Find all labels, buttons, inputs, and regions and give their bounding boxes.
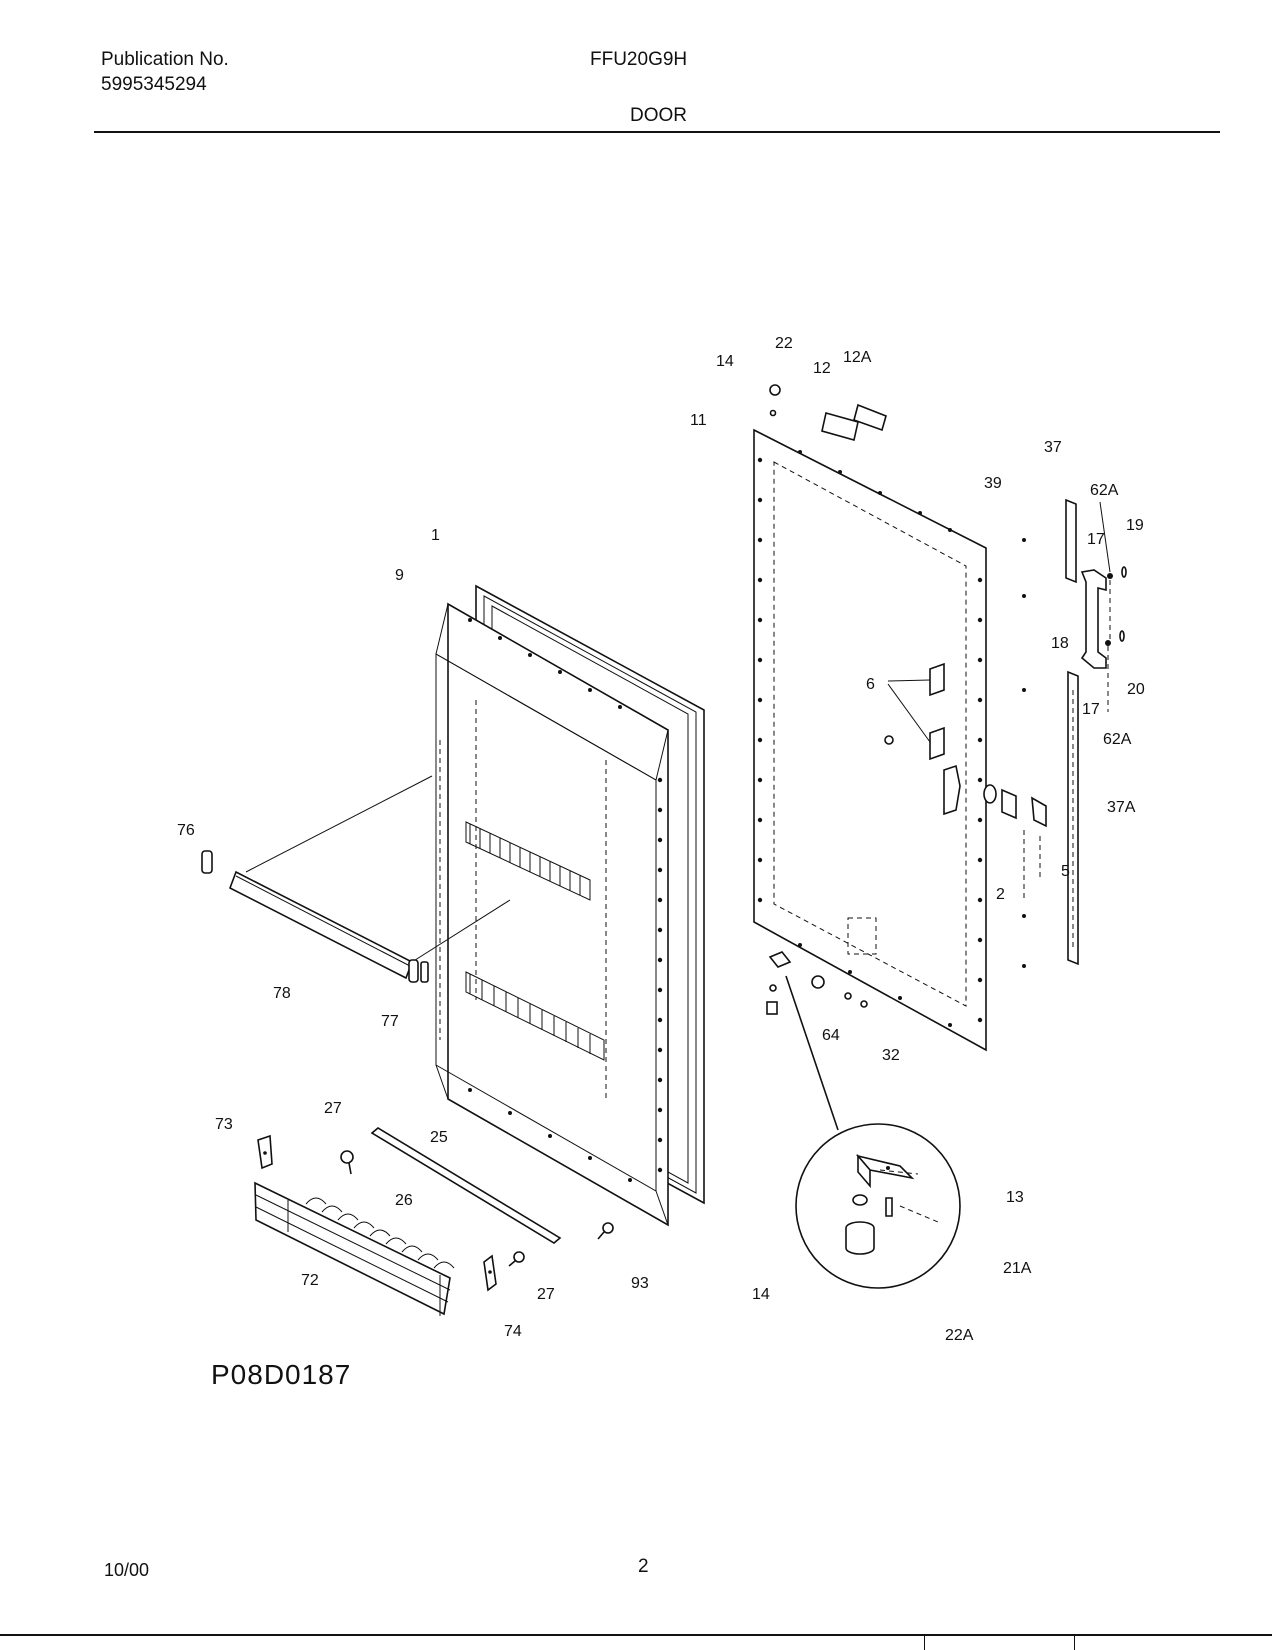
section-title: DOOR <box>630 105 687 126</box>
screw-93 <box>597 1222 614 1240</box>
door-liner <box>435 602 669 1227</box>
detail-circle <box>795 1123 961 1289</box>
lock-assembly <box>884 735 1047 828</box>
callout-9: 9 <box>395 567 404 584</box>
callout-37: 37 <box>1044 439 1062 456</box>
callout-37A: 37A <box>1107 799 1136 816</box>
footer-tick <box>1074 1636 1075 1650</box>
publication-number: 5995345294 <box>101 74 207 95</box>
callout-11: 11 <box>690 412 707 429</box>
handle-trim-37 <box>1065 498 1077 584</box>
callouts: 1 9 76 78 77 73 27 25 26 72 27 74 93 14 … <box>177 335 1145 1344</box>
callout-14-top: 14 <box>716 353 734 370</box>
callout-32: 32 <box>882 1047 900 1064</box>
publication-label: Publication No. <box>101 49 229 70</box>
page-number: 2 <box>638 1556 649 1577</box>
shelf-bar <box>229 775 511 980</box>
callout-17-top: 17 <box>1087 531 1105 548</box>
callout-13: 13 <box>1006 1189 1024 1206</box>
callout-21A: 21A <box>1003 1260 1032 1277</box>
label-12 <box>821 412 859 441</box>
callout-22: 22 <box>775 335 793 352</box>
callout-93: 93 <box>631 1275 649 1292</box>
callout-12A: 12A <box>843 349 872 366</box>
footer-date: 10/00 <box>104 1560 150 1580</box>
callout-62A-top: 62A <box>1090 482 1119 499</box>
model-number: FFU20G9H <box>590 49 688 70</box>
drawing-id: P08D0187 <box>211 1359 351 1390</box>
callout-1: 1 <box>431 527 440 544</box>
outer-door-panel <box>753 428 987 1052</box>
rivet-points <box>1022 538 1026 968</box>
callout-19: 19 <box>1126 517 1144 534</box>
handle-18 <box>1080 569 1107 669</box>
callout-6: 6 <box>866 676 875 693</box>
trim-strip-25 <box>370 1127 562 1244</box>
callout-20: 20 <box>1127 681 1145 698</box>
callout-25: 25 <box>430 1129 448 1146</box>
callout-18: 18 <box>1051 635 1069 652</box>
detail-leader <box>785 975 839 1131</box>
callout-76: 76 <box>177 822 195 839</box>
callout-74: 74 <box>504 1323 522 1340</box>
callout-17-bottom: 17 <box>1082 701 1100 718</box>
callout-64: 64 <box>822 1027 840 1044</box>
callout-72: 72 <box>301 1272 319 1289</box>
screw-27-upper <box>340 1150 354 1175</box>
screw-27-lower <box>508 1251 525 1267</box>
callout-62A-bottom: 62A <box>1103 731 1132 748</box>
callout-77: 77 <box>381 1013 399 1030</box>
callout-22A: 22A <box>945 1327 974 1344</box>
footer-tick <box>924 1636 925 1650</box>
hinge-bushing-22 <box>769 384 781 417</box>
header-rule <box>94 131 1220 133</box>
label-12A <box>853 403 887 432</box>
callout-73: 73 <box>215 1116 233 1133</box>
handle-trim-37A <box>1067 670 1079 966</box>
basket-72 <box>254 1181 455 1316</box>
callout-27-upper: 27 <box>324 1100 342 1117</box>
callout-2: 2 <box>996 886 1005 903</box>
footer-rule <box>0 1634 1272 1636</box>
callout-12: 12 <box>813 360 831 377</box>
callout-5: 5 <box>1061 863 1070 880</box>
shelf-end-cap-76 <box>201 850 213 874</box>
callout-39: 39 <box>984 475 1002 492</box>
callout-27-lower: 27 <box>537 1286 555 1303</box>
hinge-bracket-6 <box>887 662 945 761</box>
shelf-end-cap-73 <box>257 1134 273 1170</box>
callout-78: 78 <box>273 985 291 1002</box>
shelf-end-cap-74 <box>483 1254 497 1292</box>
shelf-end-cap-77 <box>408 959 429 983</box>
lower-hinge-parts <box>766 951 868 1015</box>
handle-screws <box>1099 501 1127 712</box>
callout-26: 26 <box>395 1192 413 1209</box>
callout-14-bottom: 14 <box>752 1286 770 1303</box>
